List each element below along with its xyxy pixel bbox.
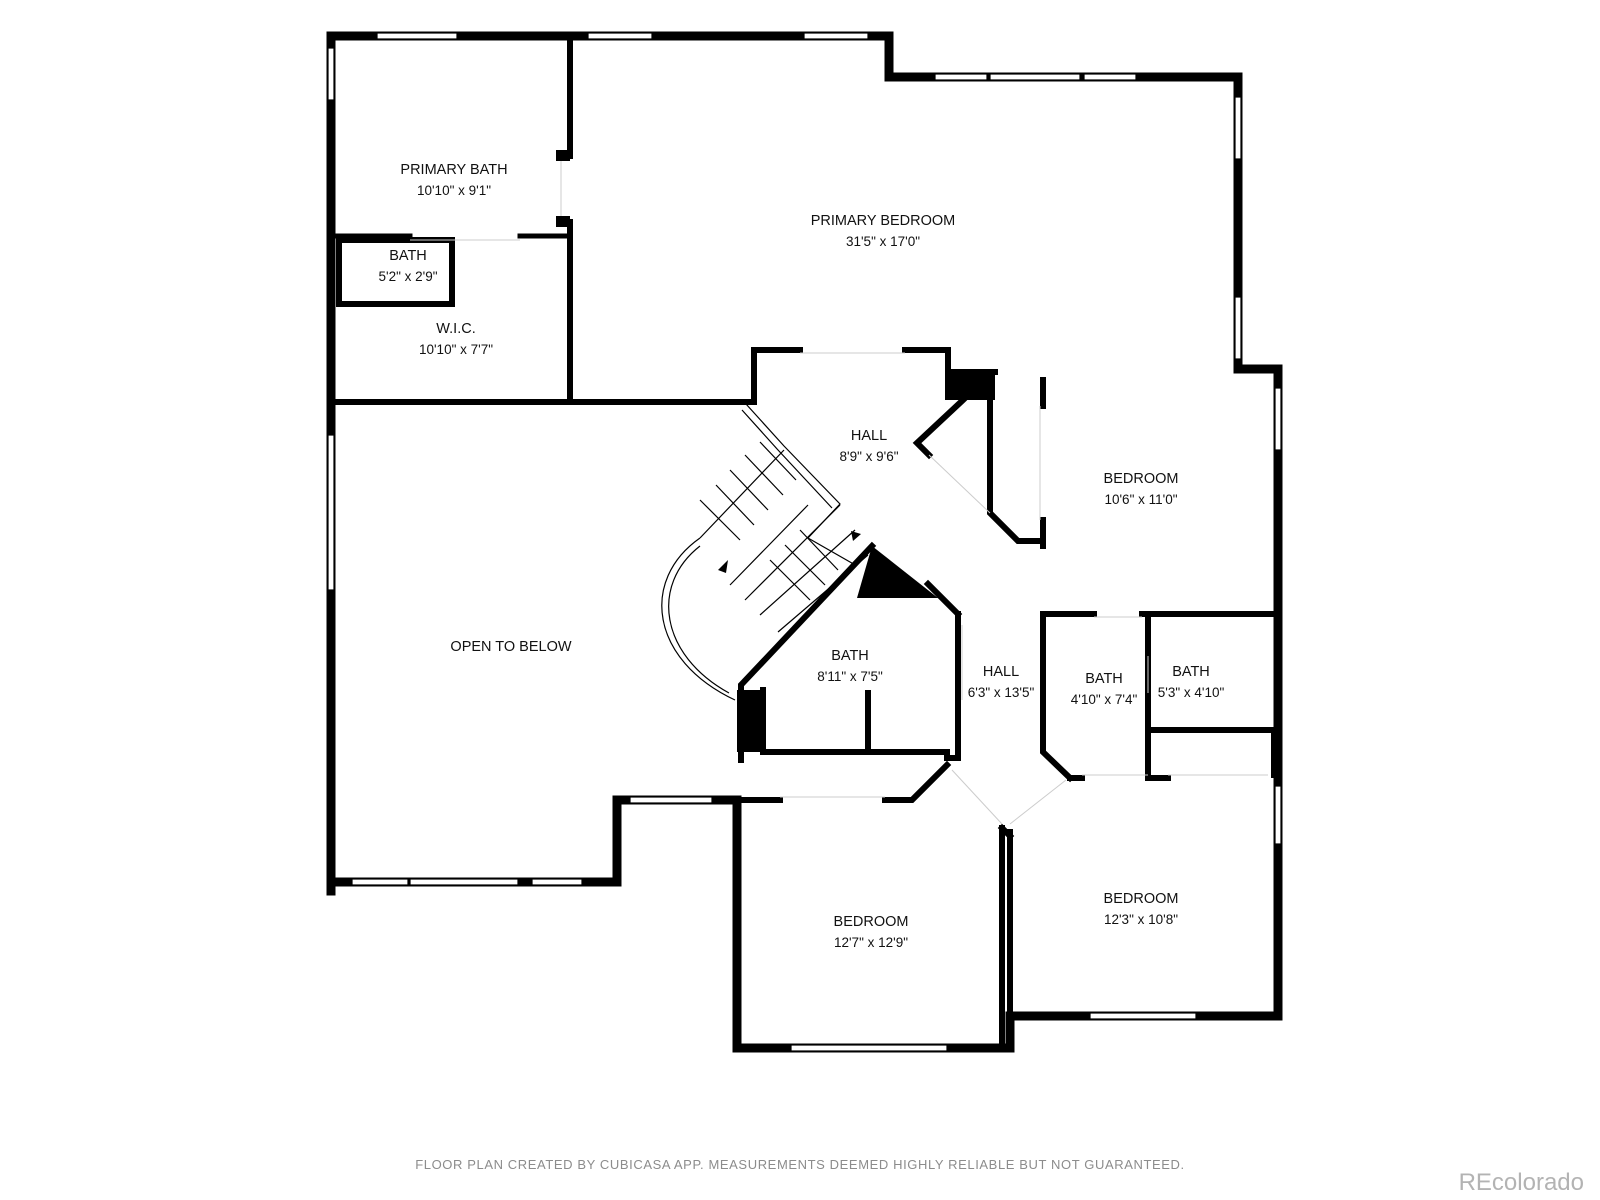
door-openings <box>410 161 1268 825</box>
room-primary-bath-name: PRIMARY BATH <box>400 162 507 178</box>
room-bedroom-lower-left-dims: 12'7" x 12'9" <box>834 935 908 950</box>
room-bath-right-a-dims: 4'10" x 7'4" <box>1071 692 1138 707</box>
room-bedroom-lower-right-dims: 12'3" x 10'8" <box>1104 912 1178 927</box>
room-open-to-below-name: OPEN TO BELOW <box>450 639 571 655</box>
staircase <box>661 403 869 701</box>
room-bedroom-lower-left-name: BEDROOM <box>834 914 909 930</box>
room-bath-right-b-dims: 5'3" x 4'10" <box>1158 685 1225 700</box>
room-primary-bath-dims: 10'10" x 9'1" <box>417 183 491 198</box>
room-bedroom-lower-right-name: BEDROOM <box>1104 891 1179 907</box>
room-hall-lower-dims: 6'3" x 13'5" <box>968 685 1035 700</box>
brand-watermark: REcolorado <box>1458 1169 1584 1196</box>
room-hall-upper-name: HALL <box>851 428 887 444</box>
room-bath-center-dims: 8'11" x 7'5" <box>817 669 883 684</box>
room-wic-name: W.I.C. <box>436 321 475 337</box>
disclaimer-text: FLOOR PLAN CREATED BY CUBICASA APP. MEAS… <box>415 1157 1185 1172</box>
room-bath-small-dims: 5'2" x 2'9" <box>378 269 437 284</box>
room-primary-bedroom-name: PRIMARY BEDROOM <box>811 213 956 229</box>
interior-walls <box>332 37 1277 1051</box>
room-bedroom-upper-right-dims: 10'6" x 11'0" <box>1104 492 1177 507</box>
room-wic-dims: 10'10" x 7'7" <box>419 342 493 357</box>
room-bath-right-a-name: BATH <box>1085 671 1123 687</box>
room-bath-right-b-name: BATH <box>1172 664 1210 680</box>
room-labels: PRIMARY BATH 10'10" x 9'1" PRIMARY BEDRO… <box>378 162 1224 950</box>
room-primary-bedroom-dims: 31'5" x 17'0" <box>846 234 920 249</box>
windows <box>327 32 1282 1052</box>
room-bedroom-upper-right-name: BEDROOM <box>1104 471 1179 487</box>
room-bath-small-name: BATH <box>389 248 427 264</box>
room-hall-lower-name: HALL <box>983 664 1019 680</box>
room-bath-center-name: BATH <box>831 648 869 664</box>
room-hall-upper-dims: 8'9" x 9'6" <box>839 449 898 464</box>
